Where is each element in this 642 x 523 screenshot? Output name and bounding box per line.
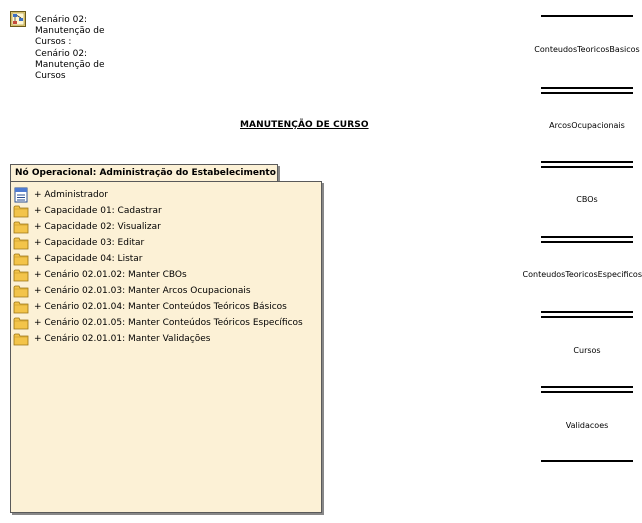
entity-separator-bar <box>541 391 633 393</box>
class-icon <box>13 187 29 203</box>
package-body[interactable]: + Administrador + Capacidade 01: Cadastra… <box>10 181 322 513</box>
folder-icon <box>13 331 29 347</box>
scenario-diagram-icon <box>10 11 26 27</box>
entity-separator-bar <box>541 166 633 168</box>
package-item-label: + Cenário 02.01.05: Manter Conteúdos Teó… <box>34 318 303 328</box>
diagram-title: MANUTENÇÃO DE CURSO <box>240 120 369 130</box>
entity-separator-bar <box>541 87 633 89</box>
package-item[interactable]: + Capacidade 03: Editar <box>13 235 303 251</box>
package-item-label: + Capacidade 03: Editar <box>34 238 145 248</box>
package-item-label: + Cenário 02.01.01: Manter Validações <box>34 334 211 344</box>
package-item[interactable]: + Cenário 02.01.04: Manter Conteúdos Teó… <box>13 299 303 315</box>
entity-separator-bar <box>541 386 633 388</box>
entity-label[interactable]: CBOs <box>576 195 598 204</box>
package-item[interactable]: + Cenário 02.01.01: Manter Validações <box>13 331 303 347</box>
package-item-label: + Capacidade 01: Cadastrar <box>34 206 162 216</box>
folder-icon <box>13 299 29 315</box>
package-item[interactable]: + Capacidade 02: Visualizar <box>13 219 303 235</box>
entity-separator-bar <box>541 236 633 238</box>
package-item-label: + Cenário 02.01.04: Manter Conteúdos Teó… <box>34 302 287 312</box>
entity-label[interactable]: Cursos <box>573 346 601 355</box>
package-name-tab[interactable]: Nó Operacional: Administração do Estabel… <box>10 164 278 181</box>
scenario-note-line: Manutenção de <box>35 26 105 37</box>
entity-label[interactable]: ConteudosTeoricosEspecificos <box>522 270 642 279</box>
entity-separator-bar <box>541 316 633 318</box>
entity-separator-bar <box>541 15 633 17</box>
entity-separator-bar <box>541 161 633 163</box>
folder-icon <box>13 203 29 219</box>
scenario-note-line: Cursos : <box>35 37 72 48</box>
package-item-label: + Administrador <box>34 190 108 200</box>
scenario-note-line: Cenário 02: <box>35 15 88 25</box>
folder-icon <box>13 219 29 235</box>
folder-icon <box>13 315 29 331</box>
package-item[interactable]: + Capacidade 01: Cadastrar <box>13 203 303 219</box>
folder-icon <box>13 267 29 283</box>
entity-separator-bar <box>541 311 633 313</box>
package-item[interactable]: + Capacidade 04: Listar <box>13 251 303 267</box>
folder-icon <box>13 251 29 267</box>
package-item-list: + Administrador + Capacidade 01: Cadastra… <box>13 187 303 347</box>
entity-label[interactable]: ArcosOcupacionais <box>549 121 625 130</box>
scenario-note-line: Cenário 02: <box>35 48 88 59</box>
folder-icon <box>13 235 29 251</box>
entity-label[interactable]: Validacoes <box>565 421 609 430</box>
package-item[interactable]: + Cenário 02.01.03: Manter Arcos Ocupaci… <box>13 283 303 299</box>
folder-icon <box>13 283 29 299</box>
package-item[interactable]: + Cenário 02.01.02: Manter CBOs <box>13 267 303 283</box>
package-item[interactable]: + Cenário 02.01.05: Manter Conteúdos Teó… <box>13 315 303 331</box>
package-item[interactable]: + Administrador <box>13 187 303 203</box>
package-item-label: + Cenário 02.01.02: Manter CBOs <box>34 270 187 280</box>
entity-separator-bar <box>541 92 633 94</box>
package-item-label: + Capacidade 04: Listar <box>34 254 143 264</box>
package-item-label: + Capacidade 02: Visualizar <box>34 222 161 232</box>
entity-label[interactable]: ConteudosTeoricosBasicos <box>534 45 640 54</box>
entity-separator-bar <box>541 241 633 243</box>
entity-separator-bar <box>541 460 633 462</box>
scenario-note-line: Manutenção de <box>35 59 105 70</box>
package-item-label: + Cenário 02.01.03: Manter Arcos Ocupaci… <box>34 286 251 296</box>
scenario-note-line: Cursos <box>35 71 66 82</box>
